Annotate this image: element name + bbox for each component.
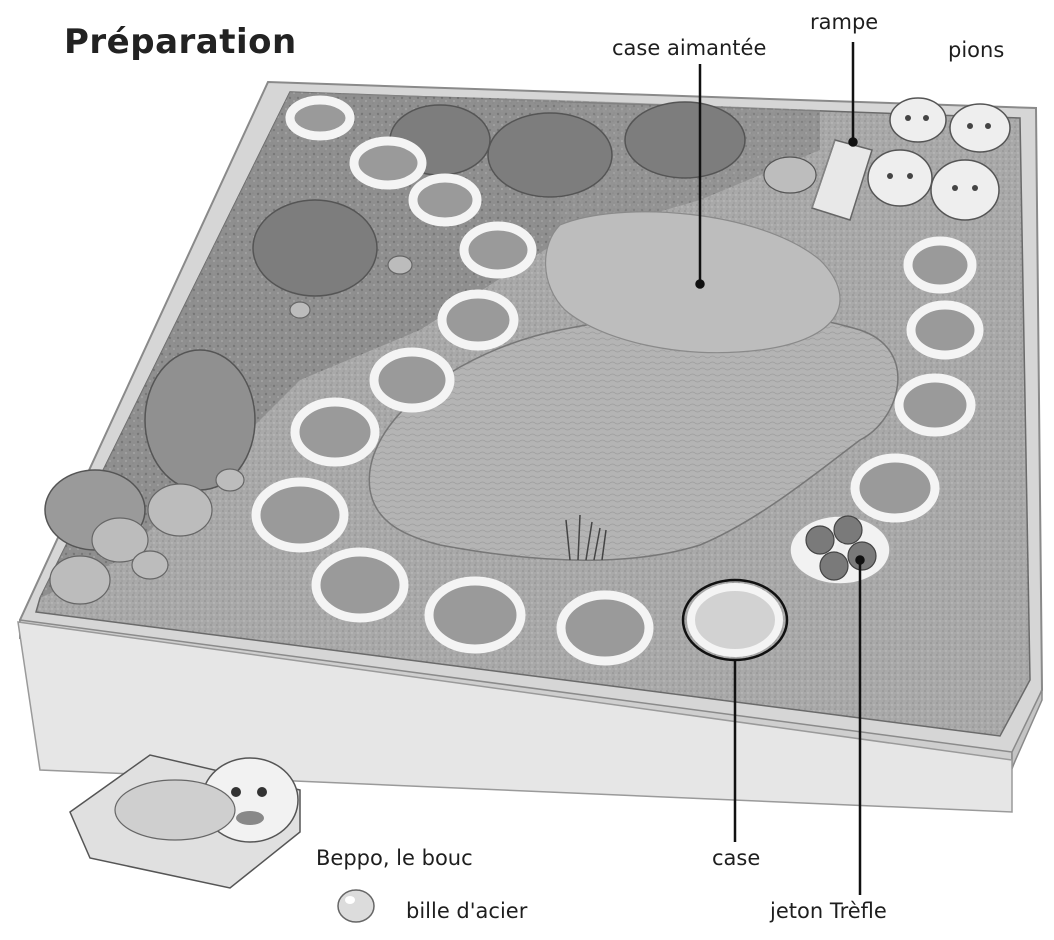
label-space: case xyxy=(712,846,760,870)
label-beppo-goat: Beppo, le bouc xyxy=(316,846,473,870)
label-steel-ball: bille d'acier xyxy=(406,899,527,923)
clover-token xyxy=(790,516,890,584)
steel-ball xyxy=(338,890,374,922)
highlighted-space xyxy=(683,580,787,660)
label-clover-token: jeton Trèfle xyxy=(770,899,887,923)
label-ramp: rampe xyxy=(810,10,878,34)
page-title: Préparation xyxy=(64,22,297,62)
label-pawns: pions xyxy=(948,38,1004,62)
label-magnetic-space: case aimantée xyxy=(612,36,766,60)
beppo-goat-piece xyxy=(70,755,300,888)
goat-figure-small xyxy=(764,157,816,193)
